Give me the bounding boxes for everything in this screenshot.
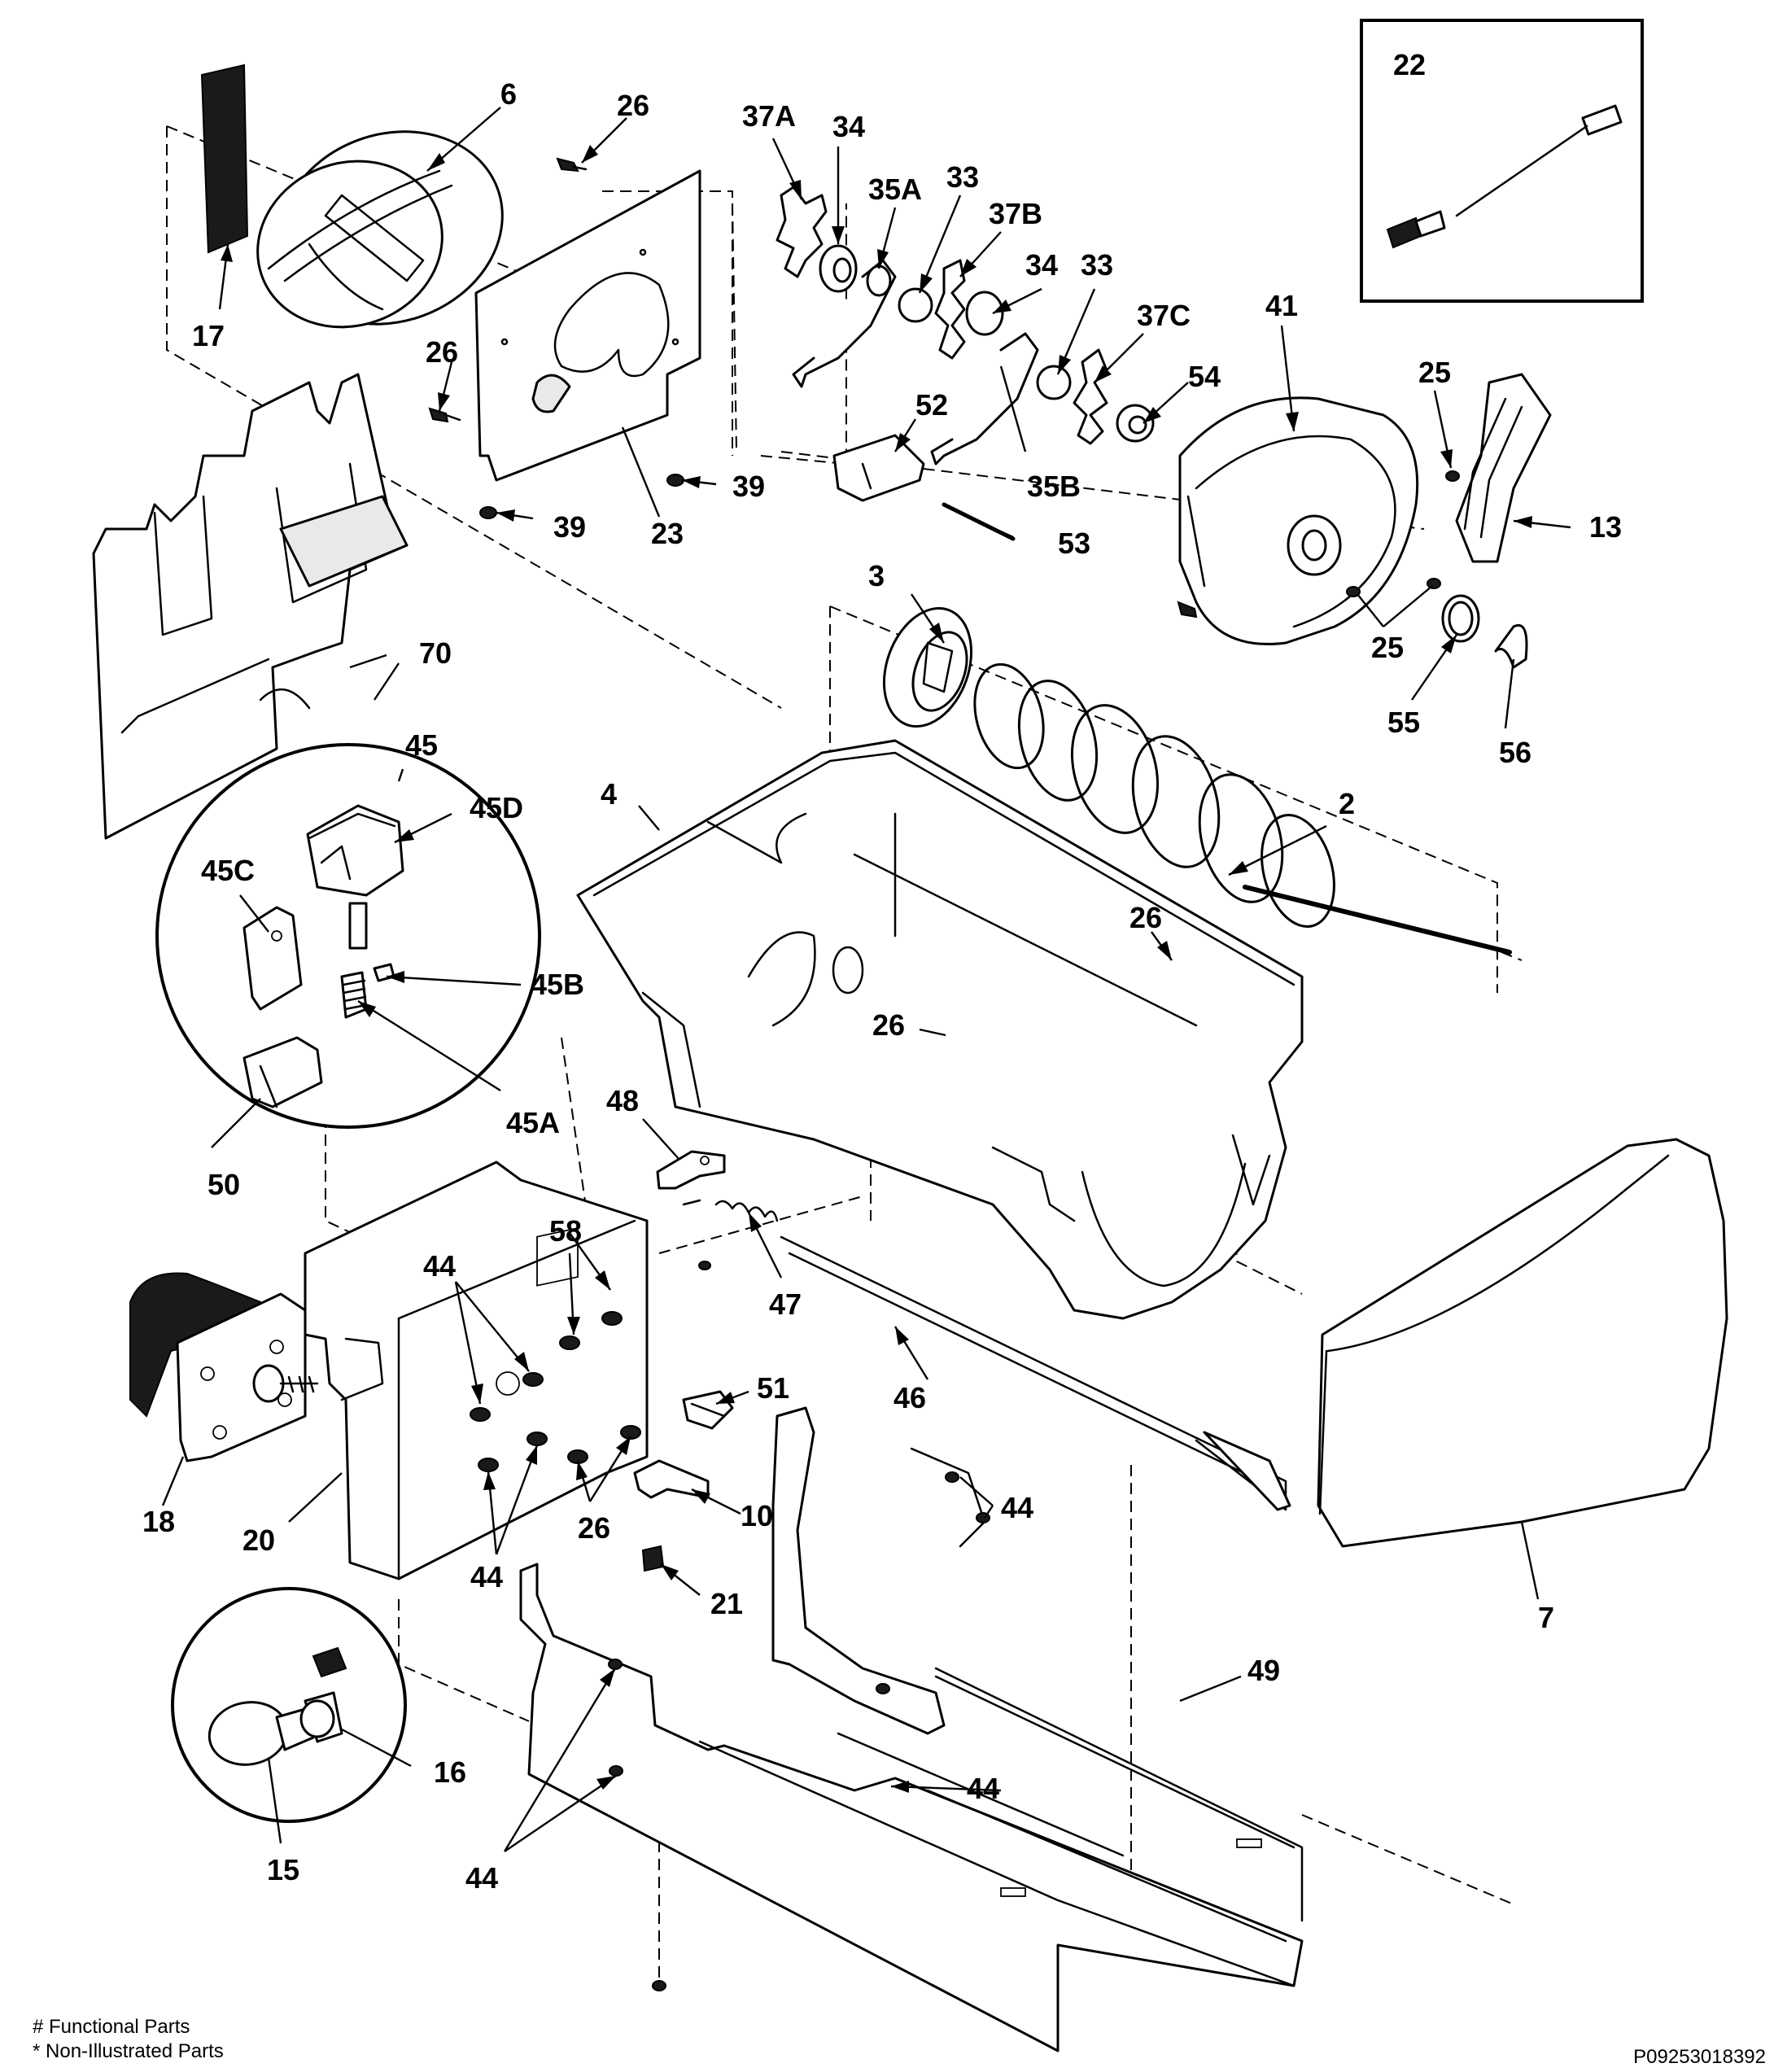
callout-44: 44 bbox=[465, 1861, 498, 1895]
callout-21: 21 bbox=[710, 1587, 743, 1620]
blade-stack bbox=[776, 186, 1155, 466]
part-52-53-pivot bbox=[832, 434, 1016, 541]
part-48-47-46 bbox=[656, 1150, 1291, 1511]
footnote-functional-parts: # Functional Parts bbox=[33, 2016, 190, 2038]
callout-45: 45 bbox=[405, 728, 438, 762]
callout-3: 3 bbox=[868, 559, 885, 592]
callout-26: 26 bbox=[578, 1511, 610, 1545]
callout-44: 44 bbox=[967, 1772, 999, 1805]
callout-55: 55 bbox=[1387, 706, 1420, 739]
part-23-mounting-plate bbox=[474, 169, 701, 482]
callout-47: 47 bbox=[769, 1287, 802, 1321]
document-id: P09253018392 bbox=[1633, 2046, 1766, 2068]
callout-2: 2 bbox=[1339, 787, 1355, 820]
callout-20: 20 bbox=[242, 1523, 275, 1557]
footnotes: # Functional Parts * Non-Illustrated Par… bbox=[33, 2016, 1766, 2068]
callout-45B: 45B bbox=[531, 968, 584, 1001]
callout-45D: 45D bbox=[470, 791, 523, 824]
callout-4: 4 bbox=[601, 777, 617, 811]
part-2-auger-coil bbox=[973, 662, 1512, 955]
callout-44: 44 bbox=[470, 1560, 503, 1593]
part-20-control-box bbox=[304, 1161, 649, 1580]
callout-50: 50 bbox=[208, 1168, 240, 1201]
callout-26: 26 bbox=[617, 89, 649, 122]
part-17-foam-strip bbox=[200, 63, 249, 254]
part-4-ice-bin bbox=[576, 739, 1304, 1320]
part-41-housing bbox=[1178, 396, 1419, 645]
part-70-housing bbox=[92, 373, 409, 840]
part-45-inset bbox=[155, 743, 541, 1129]
callout-10: 10 bbox=[741, 1499, 773, 1532]
callout-17: 17 bbox=[192, 319, 225, 352]
callout-39: 39 bbox=[732, 470, 765, 503]
callout-34: 34 bbox=[832, 110, 865, 143]
callout-15: 15 bbox=[267, 1853, 299, 1886]
callout-49: 49 bbox=[1247, 1654, 1280, 1687]
callout-53: 53 bbox=[1058, 527, 1090, 560]
callout-70: 70 bbox=[419, 636, 452, 670]
callout-37A: 37A bbox=[742, 99, 796, 133]
part-15-16-inset bbox=[171, 1587, 407, 1823]
callout-35A: 35A bbox=[868, 173, 922, 206]
callout-18: 18 bbox=[142, 1505, 175, 1538]
footnote-non-illustrated-parts: * Non-Illustrated Parts bbox=[33, 2040, 224, 2062]
callout-34: 34 bbox=[1025, 248, 1058, 282]
callout-labels: 6 26 37A 34 35A 33 37B 34 33 37C 22 17 2… bbox=[142, 48, 1622, 1895]
callout-45C: 45C bbox=[201, 854, 255, 887]
callout-26: 26 bbox=[1129, 901, 1162, 934]
part-18-motor bbox=[129, 1272, 319, 1462]
callout-6: 6 bbox=[500, 77, 517, 111]
part-13-shield bbox=[1455, 373, 1552, 563]
part-51-10-21 bbox=[633, 1390, 734, 1572]
part-3-drive bbox=[882, 606, 973, 728]
part-55-56-rings bbox=[1441, 594, 1528, 669]
callout-33: 33 bbox=[1081, 248, 1113, 282]
leader-lines bbox=[161, 107, 1571, 1852]
callout-46: 46 bbox=[894, 1381, 926, 1414]
callout-25: 25 bbox=[1418, 356, 1451, 389]
callout-37C: 37C bbox=[1137, 299, 1191, 332]
callout-23: 23 bbox=[651, 517, 684, 550]
callout-41: 41 bbox=[1265, 289, 1298, 322]
callout-22: 22 bbox=[1393, 48, 1426, 81]
callout-39: 39 bbox=[553, 510, 586, 544]
callout-7: 7 bbox=[1538, 1601, 1554, 1634]
callout-44: 44 bbox=[423, 1249, 456, 1283]
callout-58: 58 bbox=[549, 1214, 582, 1248]
callout-35B: 35B bbox=[1027, 470, 1081, 503]
callout-26: 26 bbox=[426, 335, 458, 369]
callout-52: 52 bbox=[915, 388, 948, 422]
part-6-drum bbox=[256, 130, 504, 329]
part-49-chute bbox=[519, 1406, 1304, 2052]
callout-54: 54 bbox=[1188, 360, 1221, 393]
callout-13: 13 bbox=[1589, 510, 1622, 544]
callout-48: 48 bbox=[606, 1084, 639, 1117]
callout-44: 44 bbox=[1001, 1491, 1033, 1524]
callout-33: 33 bbox=[946, 160, 979, 194]
callout-26: 26 bbox=[872, 1008, 905, 1042]
callout-56: 56 bbox=[1499, 736, 1531, 769]
part-22-inset bbox=[1360, 19, 1644, 303]
callout-25: 25 bbox=[1371, 631, 1404, 664]
part-7-cover bbox=[1317, 1138, 1728, 1548]
callout-45A: 45A bbox=[506, 1106, 560, 1139]
callout-16: 16 bbox=[434, 1755, 466, 1789]
callout-37B: 37B bbox=[989, 197, 1042, 230]
callout-51: 51 bbox=[757, 1371, 789, 1405]
